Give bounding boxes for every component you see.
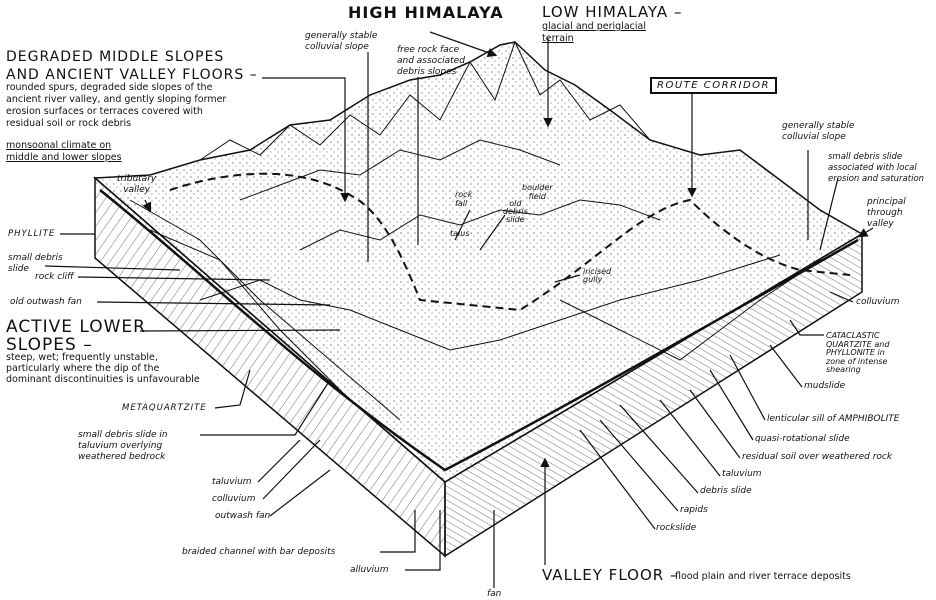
heading-active-2: SLOPES – bbox=[6, 335, 93, 355]
label-fan: fan bbox=[487, 589, 502, 599]
degraded-desc-2: ancient river valley, and gently sloping… bbox=[6, 94, 227, 105]
label-phyllite: PHYLLITE bbox=[8, 229, 56, 239]
label-taluvium-left: taluvium bbox=[212, 477, 252, 487]
active-desc-1: steep, wet; frequently unstable, bbox=[6, 352, 158, 363]
monsoon-2: middle and lower slopes bbox=[6, 152, 122, 163]
terrain-surface bbox=[93, 41, 864, 483]
label-rock-cliff: rock cliff bbox=[35, 272, 74, 282]
active-desc-2: particularly where the dip of the bbox=[6, 363, 160, 374]
label-mudslide: mudslide bbox=[804, 381, 846, 391]
label-colluvium-left: colluvium bbox=[212, 494, 256, 504]
heading-active-1: ACTIVE LOWER bbox=[6, 317, 146, 337]
label-rockslide: rockslide bbox=[656, 523, 697, 533]
label-rapids: rapids bbox=[680, 505, 708, 515]
leader-lines bbox=[44, 31, 874, 588]
label-metaquartzite: METAQUARTZITE bbox=[122, 403, 207, 413]
heading-degraded-2: AND ANCIENT VALLEY FLOORS – bbox=[6, 67, 258, 83]
active-desc-3: dominant discontinuities is unfavourable bbox=[6, 374, 200, 385]
label-quasi-rotational: quasi-rotational slide bbox=[755, 434, 850, 444]
heading-low-himalaya: LOW HIMALAYA – bbox=[542, 3, 683, 21]
river bbox=[99, 189, 859, 472]
valley-floor-desc: flood plain and river terrace deposits bbox=[675, 571, 851, 582]
degraded-desc-4: residual soil or rock debris bbox=[6, 118, 132, 129]
heading-valley-floor: VALLEY FLOOR – bbox=[542, 566, 679, 584]
label-braided-channel: braided channel with bar deposits bbox=[182, 547, 336, 557]
degraded-desc-3: erosion surfaces or terraces covered wit… bbox=[6, 106, 203, 117]
label-lenticular-sill: lenticular sill of AMPHIBOLITE bbox=[767, 414, 900, 424]
label-colluvium-right: colluvium bbox=[856, 297, 900, 307]
label-outwash-fan: outwash fan bbox=[215, 511, 271, 521]
monsoon-1: monsoonal climate on bbox=[6, 140, 112, 151]
route-corridor-path bbox=[169, 172, 851, 312]
heading-degraded-1: DEGRADED MIDDLE SLOPES bbox=[6, 49, 225, 65]
label-alluvium: alluvium bbox=[350, 565, 389, 575]
low-himalaya-desc-1: glacial and periglacial bbox=[542, 21, 646, 32]
degraded-desc-1: rounded spurs, degraded side slopes of t… bbox=[6, 82, 213, 93]
label-old-outwash-fan: old outwash fan bbox=[10, 297, 82, 307]
label-talus: talus bbox=[450, 229, 470, 238]
low-himalaya-desc-2: terrain bbox=[542, 33, 574, 44]
label-taluvium-right: taluvium bbox=[722, 469, 762, 479]
label-debris-slide: debris slide bbox=[700, 486, 752, 496]
label-residual-soil: residual soil over weathered rock bbox=[742, 452, 893, 462]
heading-high-himalaya: HIGH HIMALAYA bbox=[348, 3, 504, 22]
route-corridor-box: ROUTE CORRIDOR bbox=[650, 77, 777, 94]
